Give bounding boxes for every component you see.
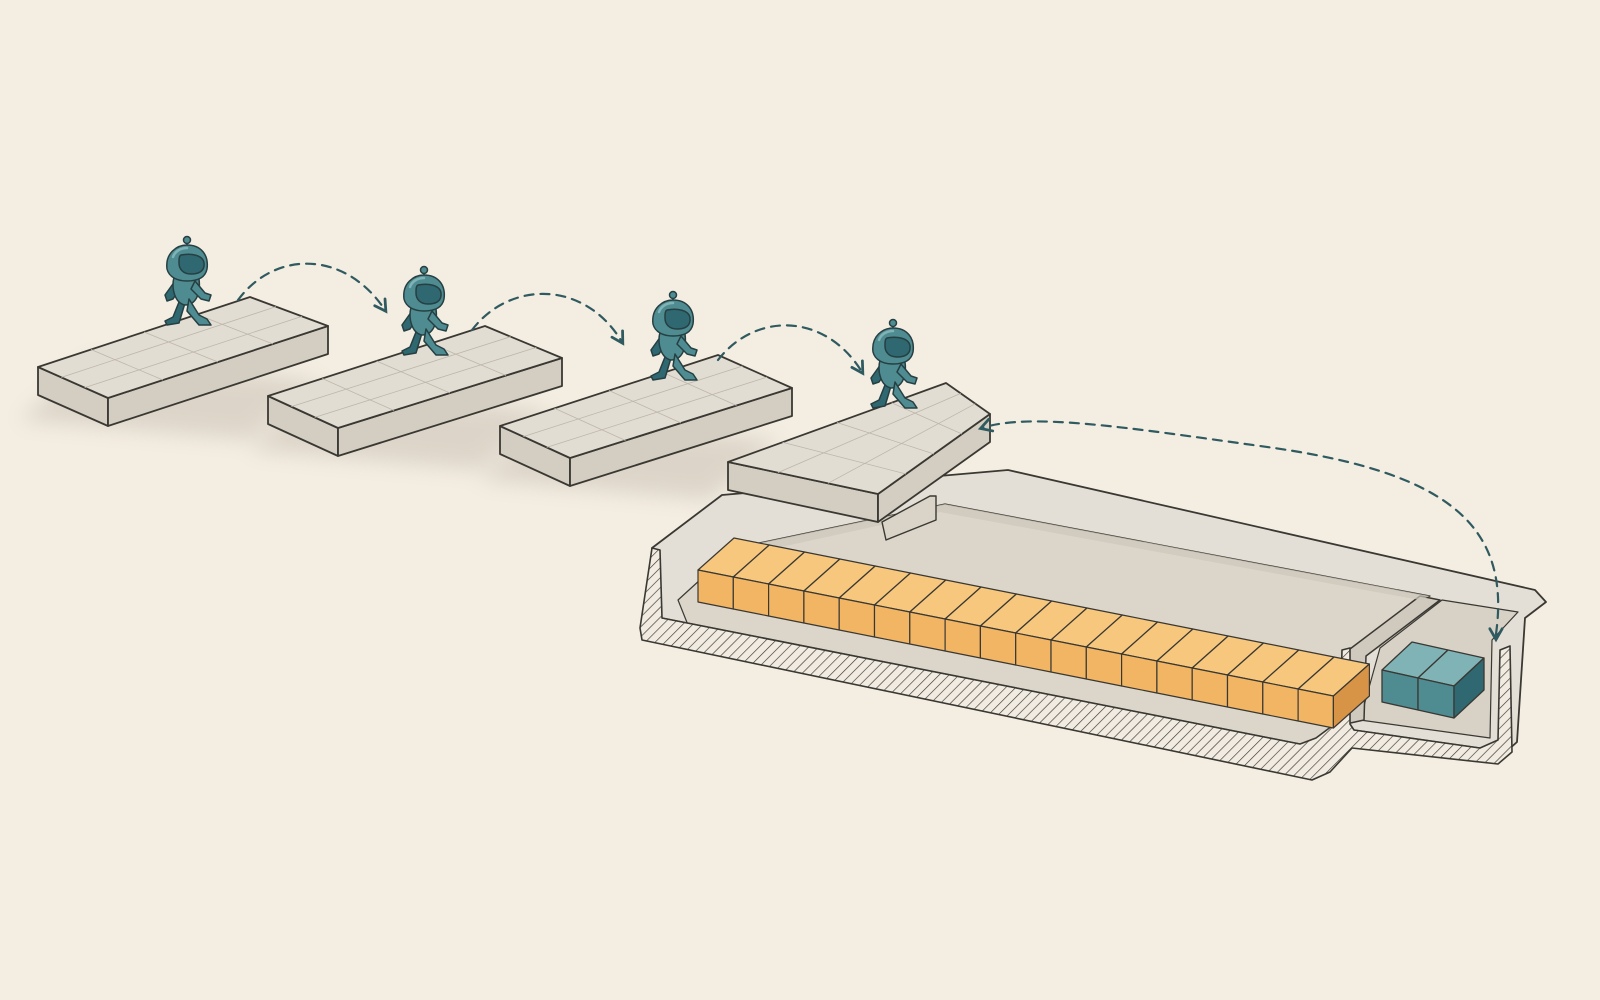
teal-block xyxy=(1417,649,1485,719)
orange-block-row xyxy=(697,537,1370,729)
orange-block xyxy=(979,593,1053,666)
stone-platforms xyxy=(37,296,991,541)
dashed-arrow-icon xyxy=(716,324,865,376)
orange-block xyxy=(1262,649,1335,722)
dashed-arrow-icon xyxy=(470,292,625,346)
robots xyxy=(164,235,918,409)
slab-support xyxy=(881,495,937,541)
teal-block xyxy=(1381,641,1449,711)
stone-slab-icon xyxy=(727,382,991,523)
robot-icon xyxy=(164,235,212,326)
orange-block-end xyxy=(1332,663,1370,729)
orange-block xyxy=(909,579,982,652)
orange-block xyxy=(732,544,806,617)
orange-block xyxy=(1297,656,1370,729)
orange-block xyxy=(1050,607,1123,680)
orange-block xyxy=(1085,614,1159,687)
orange-block xyxy=(1191,635,1265,708)
orange-block xyxy=(768,551,841,624)
stone-slab-icon xyxy=(37,296,329,427)
stone-slab-icon xyxy=(499,354,793,487)
robot-icon xyxy=(870,318,918,409)
dashed-arrow-icon xyxy=(236,262,388,314)
stone-slab-icon xyxy=(267,325,563,457)
robot-icon xyxy=(650,290,698,381)
orange-block xyxy=(1156,628,1229,701)
teal-block-pair xyxy=(1381,641,1485,719)
dashed-arrows xyxy=(236,262,1504,643)
robot-icon xyxy=(401,265,449,356)
dashed-arrow-icon xyxy=(977,417,1500,636)
orange-block xyxy=(944,586,1017,659)
